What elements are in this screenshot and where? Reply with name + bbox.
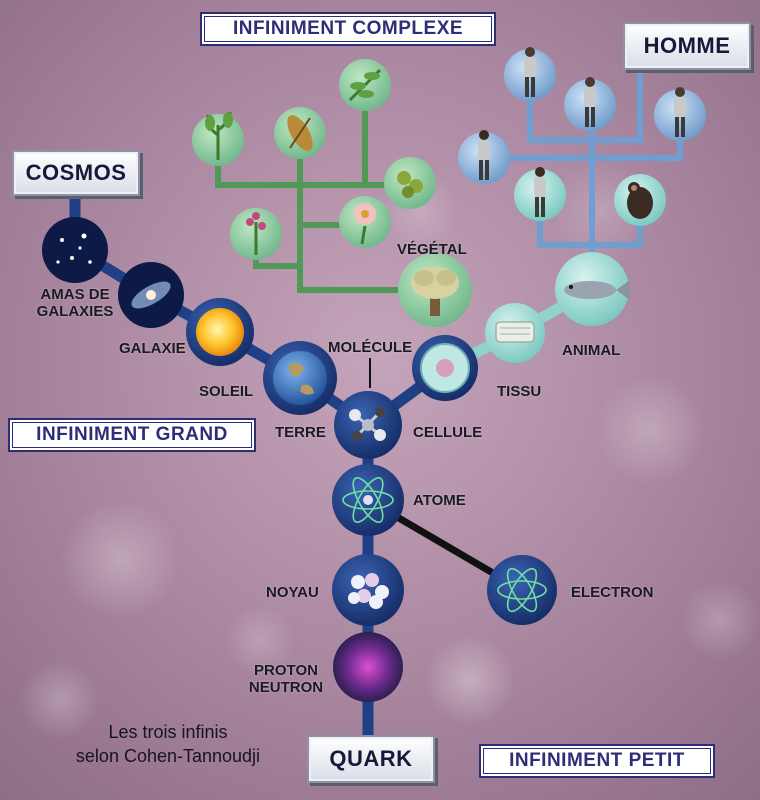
human-node-1 [504, 47, 556, 101]
molecule-node [334, 391, 402, 459]
plant-node-1 [192, 111, 244, 166]
human-node-3 [654, 87, 706, 141]
label-molecule: MOLÉCULE [328, 339, 413, 356]
vegetal-node [398, 253, 472, 327]
cosmos-chain-links [69, 189, 374, 741]
animal-node [555, 252, 630, 326]
label-vegetal: VÉGÉTAL [397, 241, 467, 258]
caption: Les trois infinis selon Cohen-Tannoudji [38, 720, 298, 768]
human-node-5 [514, 167, 566, 221]
atome-node [332, 464, 404, 536]
cellule-node [412, 335, 478, 401]
galaxie-node [118, 262, 184, 328]
heading-homme: HOMME [623, 22, 751, 70]
amas-node [42, 217, 108, 283]
heading-cosmos: COSMOS [12, 150, 140, 196]
plant-node-2 [274, 107, 326, 159]
electron-node [487, 555, 557, 625]
plant-node-3 [339, 59, 391, 111]
label-cellule: CELLULE [413, 424, 483, 441]
heading-quark: QUARK [307, 735, 435, 783]
plant-node-4 [384, 157, 436, 209]
human-node-4 [458, 130, 510, 184]
label-terre: TERRE [275, 424, 326, 441]
label-electron: ELECTRON [571, 584, 654, 601]
tissu-node [485, 303, 545, 363]
label-animal: ANIMAL [562, 342, 621, 359]
label-proton-neutron: PROTON NEUTRON [248, 662, 324, 696]
proton-neutron-node [333, 632, 403, 702]
noyau-node [332, 554, 404, 626]
label-galaxie: GALAXIE [119, 340, 186, 357]
label-amas: AMAS DE GALAXIES [36, 286, 114, 320]
soleil-node [186, 298, 254, 366]
human-node-2 [564, 77, 616, 131]
molecule-pointer [369, 358, 371, 388]
caption-line-2: selon Cohen-Tannoudji [75, 746, 261, 766]
heading-infiniment-grand: INFINIMENT GRAND [8, 418, 256, 452]
caption-line-1: Les trois infinis [108, 722, 228, 742]
heading-infiniment-complexe: INFINIMENT COMPLEXE [200, 12, 496, 46]
heading-infiniment-petit: INFINIMENT PETIT [479, 744, 715, 778]
plant-node-6 [339, 196, 391, 248]
terre-node [263, 341, 337, 415]
label-tissu: TISSU [497, 383, 542, 400]
plant-node-5 [230, 208, 282, 260]
label-soleil: SOLEIL [199, 383, 254, 400]
label-atome: ATOME [413, 492, 466, 509]
label-noyau: NOYAU [266, 584, 319, 601]
ape-node [614, 174, 666, 226]
